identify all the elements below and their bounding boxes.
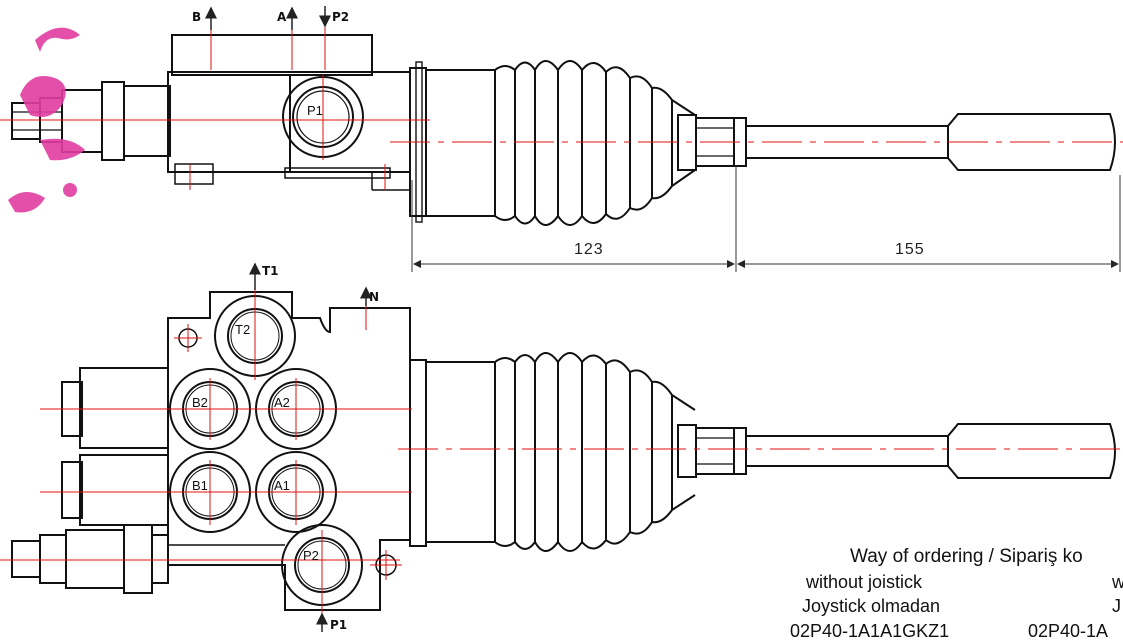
ordering-title: Way of ordering / Sipariş ko [850, 546, 1083, 567]
top-port-arrows [205, 6, 331, 30]
ordering-without-tr: Joystick olmadan [802, 596, 941, 616]
cavity-label-a2: A2 [274, 395, 290, 410]
cavity-label-t2: T2 [235, 322, 251, 337]
dimension-lever-length: 155 [895, 241, 925, 258]
dimension-lines [411, 165, 1121, 272]
ordering-with-tr: J [1112, 596, 1121, 616]
cavity-label-b1: B1 [192, 478, 208, 493]
cavity-label-p2: P2 [303, 548, 319, 563]
valve-body-bottom [167, 291, 411, 611]
bottom-centerlines [0, 280, 1123, 620]
ordering-with-en: w [1112, 572, 1123, 592]
rubber-boot-top [425, 60, 696, 226]
bottom-port-arrows [249, 262, 372, 632]
lever-handle-bottom [947, 423, 1116, 479]
port-label-t1: T1 [262, 264, 279, 278]
port-label-p1-top: P1 [307, 103, 323, 118]
watermark-logo [8, 27, 85, 213]
port-label-b: B [192, 10, 202, 24]
ordering-code-with: 02P40-1A [1028, 621, 1109, 641]
port-label-n: N [369, 290, 380, 304]
port-label-a: A [277, 10, 287, 24]
rubber-boot-bottom [425, 352, 696, 552]
ordering-without-en: without joistick [806, 572, 923, 592]
cavity-label-a1: A1 [274, 478, 290, 493]
port-label-p2: P2 [332, 10, 350, 24]
lever-handle-top [947, 113, 1116, 171]
top-view [11, 34, 1116, 226]
port-label-p1-bottom: P1 [330, 618, 348, 632]
valve-body-top [167, 34, 411, 191]
ordering-code-without: 02P40-1A1A1GKZ1 [790, 621, 950, 641]
cavity-label-b2: B2 [192, 395, 208, 410]
dimension-boot-length: 123 [574, 241, 604, 258]
